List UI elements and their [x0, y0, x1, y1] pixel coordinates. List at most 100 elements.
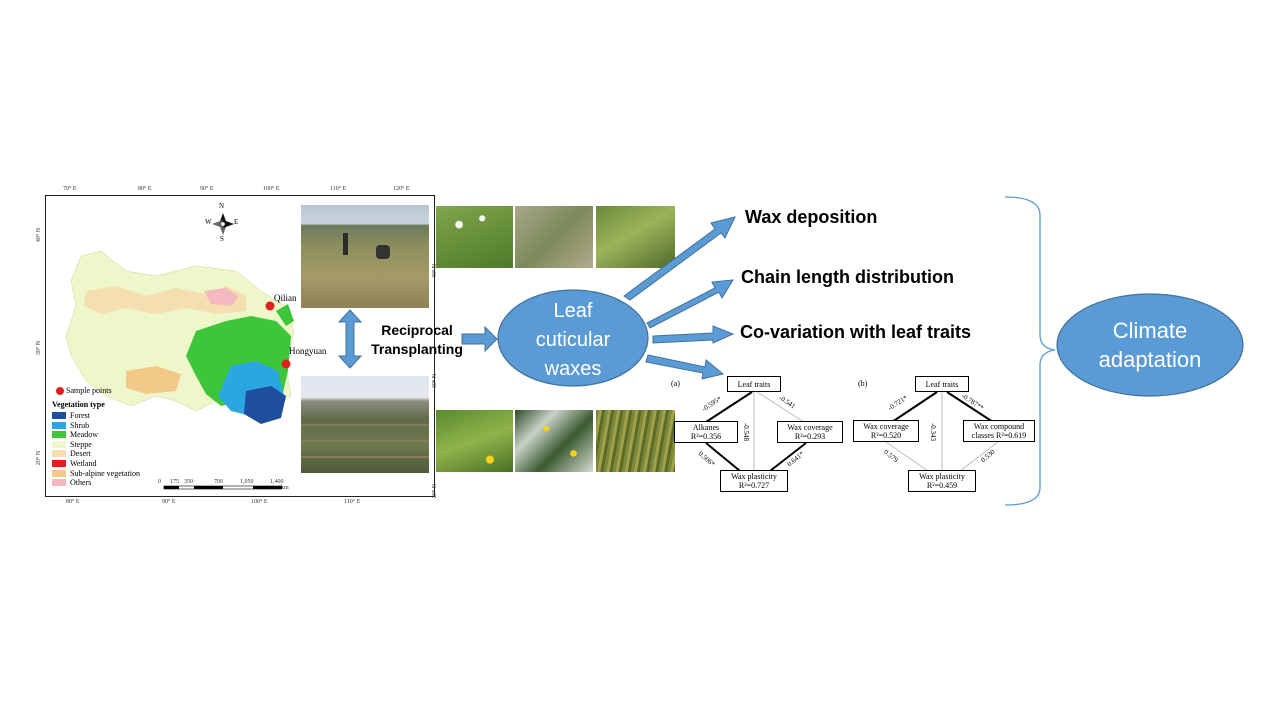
- scale-bar: [163, 485, 283, 490]
- legend-item: Shrub: [52, 421, 89, 430]
- legend-swatch: [52, 412, 66, 419]
- map-bottom-tick: 90° E: [162, 499, 176, 505]
- sem-a-wax-coverage-box: Wax coverage R²=0.293: [777, 421, 843, 443]
- scale-label: 700: [214, 479, 223, 485]
- compass-w: W: [205, 218, 212, 226]
- meadow-region-north: [276, 304, 294, 326]
- compass-n: N: [219, 202, 225, 210]
- sem-b-wax-coverage-r2: R²=0.520: [870, 431, 902, 440]
- legend-sample-label: Sample points: [66, 386, 112, 395]
- subalpine-region: [126, 366, 181, 394]
- desert-region: [84, 286, 246, 314]
- leaf-waxes-ellipse: [497, 289, 649, 387]
- legend-label: Steppe: [70, 439, 92, 449]
- legend-item: Wetland: [52, 459, 96, 468]
- transplant-label: Reciprocal Transplanting: [362, 321, 472, 359]
- legend-item: Meadow: [52, 430, 98, 439]
- legend-item: Sub-alpine vegetation: [52, 469, 140, 478]
- map-bottom-tick: 110° E: [344, 499, 361, 505]
- sem-a-wax-plasticity-r2: R²=0.727: [738, 481, 770, 490]
- sem-b-wax-plasticity-box: Wax plasticity R²=0.459: [908, 470, 976, 492]
- map-graphic: [56, 213, 295, 490]
- leaf-waxes-line-3: waxes: [544, 358, 602, 380]
- legend-swatch: [52, 431, 66, 439]
- arrow-to-wax-deposition-icon: [623, 216, 736, 301]
- sem-a-leaf-traits-box: Leaf traits: [727, 376, 781, 392]
- sem-b-classes-r2-value: R²=0.619: [995, 431, 1027, 440]
- sem-b-wax-plasticity-label: Wax plasticity: [919, 472, 965, 481]
- arrow-to-covariation-icon: [652, 325, 735, 344]
- scale-label: 175: [170, 479, 179, 485]
- sem-a-wax-coverage-r2: R²=0.293: [794, 432, 826, 441]
- legend-label: Forest: [70, 411, 90, 420]
- legend-swatch: [52, 450, 66, 458]
- compass-e: E: [234, 218, 239, 226]
- leaf-waxes-line-2: cuticular: [535, 329, 611, 351]
- legend-label: Desert: [70, 449, 91, 459]
- legend-item: Forest: [52, 411, 90, 420]
- plant-photo-2: [515, 206, 593, 268]
- plant-photo-3: [596, 206, 675, 268]
- field-photo-qilian: [301, 205, 429, 308]
- sem-b-wax-plasticity-r2: R²=0.459: [926, 481, 958, 490]
- others-region: [204, 288, 238, 306]
- right-arrow-icon: [461, 325, 498, 353]
- arrow-to-sem-icon: [645, 354, 725, 380]
- sem-b-classes-word: classes: [971, 431, 994, 440]
- map-top-tick: 100° E: [263, 186, 280, 192]
- map-bottom-tick: 80° E: [66, 499, 80, 505]
- legend-swatch: [52, 460, 66, 467]
- climate-line-2: adaptation: [1098, 347, 1202, 372]
- site-label-hongyuan: Hongyuan: [289, 346, 327, 356]
- legend-label: Sub-alpine vegetation: [70, 468, 140, 478]
- legend-swatch: [52, 479, 66, 487]
- leaf-waxes-label: Leaf cuticular waxes: [505, 297, 641, 384]
- map-top-tick: 80° E: [138, 186, 152, 192]
- sem-a-coef-mid: -0.548: [742, 422, 751, 442]
- legend-label: Meadow: [70, 430, 98, 440]
- scale-label: 350: [184, 479, 193, 485]
- compass-s: S: [220, 235, 224, 243]
- hongyuan-point: [281, 359, 291, 369]
- climate-line-1: Climate: [1112, 318, 1188, 343]
- plant-photo-1: [436, 206, 513, 268]
- outcome-covariation: Co-variation with leaf traits: [740, 322, 972, 342]
- plant-photo-4: [436, 410, 513, 472]
- map-top-tick: 120° E: [393, 186, 410, 192]
- sem-b-wax-coverage-label: Wax coverage: [863, 422, 909, 431]
- legend-item: Steppe: [52, 440, 92, 449]
- map-bottom-tick: 100° E: [251, 499, 268, 505]
- sem-b-compound-classes-r2: classes R²=0.619: [966, 431, 1032, 440]
- outcome-chain-length: Chain length distribution: [741, 267, 954, 287]
- legend-swatch: [52, 421, 66, 429]
- sem-a-paths: [705, 391, 807, 472]
- map-top-tick: 90° E: [200, 186, 214, 192]
- sem-b-compound-classes-label: Wax compound: [973, 422, 1025, 431]
- arrow-to-chain-length-icon: [646, 279, 734, 329]
- climate-label: Climate adaptation: [1075, 316, 1225, 374]
- field-photo-hongyuan: [301, 376, 429, 473]
- transplant-line-2: Transplanting: [371, 341, 463, 357]
- scale-unit: km: [281, 485, 289, 491]
- legend-swatch: [52, 440, 66, 448]
- scale-label: 0: [158, 479, 161, 485]
- legend-label: Shrub: [70, 420, 90, 430]
- sem-a-wax-plasticity-label: Wax plasticity: [731, 472, 777, 481]
- sem-a-tag: (a): [671, 379, 680, 388]
- legend-item: Desert: [52, 449, 91, 458]
- sem-a-wax-plasticity-box: Wax plasticity R²=0.727: [720, 470, 788, 492]
- sem-b-leaf-traits-label: Leaf traits: [925, 380, 959, 389]
- sem-b-coef-mid: -0.343: [929, 422, 938, 442]
- map-top-tick: 110° E: [330, 186, 347, 192]
- sem-a-alkanes-label: Alkanes: [692, 423, 720, 432]
- plant-photo-5: [515, 410, 593, 472]
- outcome-wax-deposition: Wax deposition: [745, 207, 878, 227]
- legend-label: Others: [70, 478, 92, 488]
- sem-a-wax-coverage-label: Wax coverage: [787, 423, 833, 432]
- right-brace: [1004, 196, 1056, 506]
- legend-item: Others: [52, 478, 91, 487]
- sem-b-compound-classes-box: Wax compound classes R²=0.619: [963, 420, 1035, 442]
- leaf-waxes-line-1: Leaf: [553, 300, 593, 322]
- transplant-line-1: Reciprocal: [381, 322, 453, 338]
